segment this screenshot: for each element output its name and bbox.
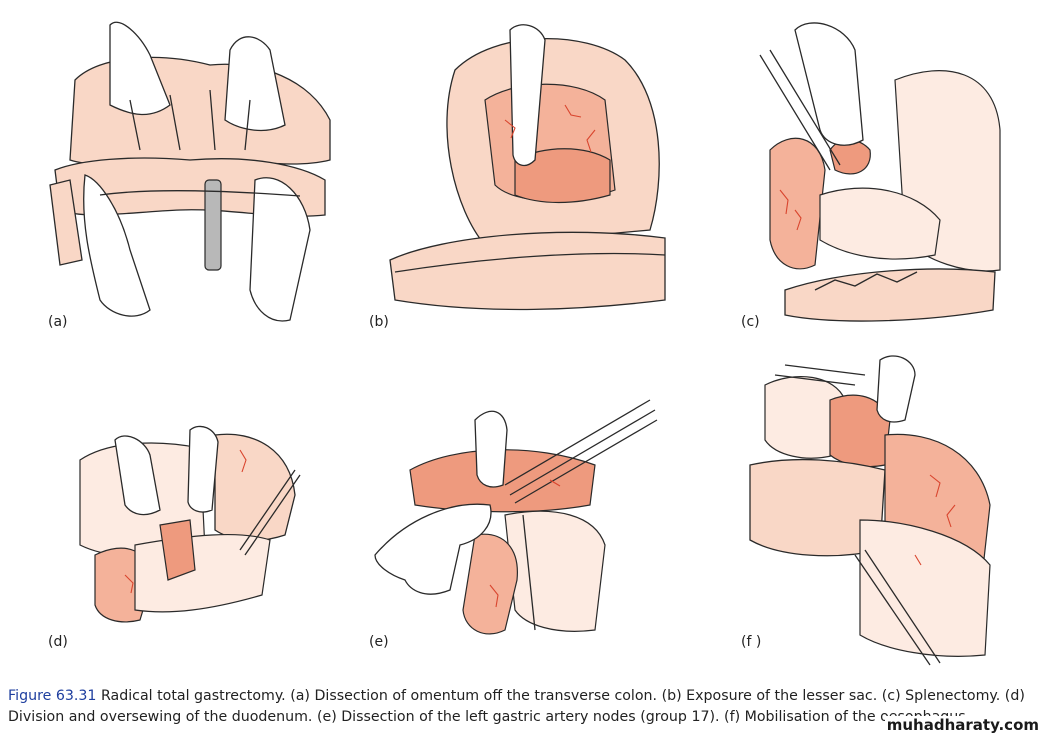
panel-label-a: (a)	[48, 314, 68, 330]
panel-e: (e)	[365, 385, 665, 650]
illustration-lesser-sac	[389, 24, 666, 311]
panel-label-e: (e)	[369, 634, 389, 650]
panel-label-b: (b)	[369, 314, 389, 330]
panel-a: (a)	[40, 10, 340, 330]
illustration-duodenum-division	[79, 425, 301, 623]
illustration-splenectomy	[759, 22, 1001, 322]
illustration-omentum-dissection	[49, 21, 331, 322]
caption-text: Radical total gastrectomy. (a) Dissectio…	[8, 688, 1025, 725]
panel-label-c: (c)	[741, 314, 760, 330]
watermark: muhadharaty.com	[884, 716, 1041, 734]
panel-b: (b)	[365, 10, 685, 330]
panel-d: (d)	[40, 410, 340, 650]
panel-label-d: (d)	[48, 634, 68, 650]
illustration-oesophagus-mobilisation	[749, 355, 991, 666]
panel-c: (c)	[735, 10, 1015, 330]
illustration-left-gastric-nodes	[374, 399, 658, 635]
figure-number: Figure 63.31	[8, 688, 97, 704]
figure-caption: Figure 63.31 Radical total gastrectomy. …	[8, 686, 1040, 728]
panel-label-f: (f )	[741, 634, 762, 650]
panel-f: (f )	[735, 345, 1015, 666]
